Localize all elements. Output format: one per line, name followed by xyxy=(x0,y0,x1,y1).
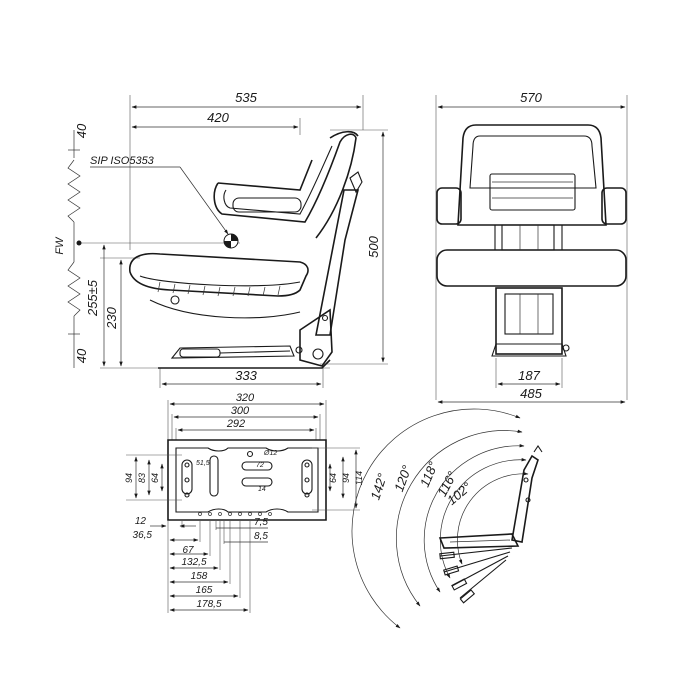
front-view: 570 187 485 xyxy=(435,90,628,404)
dim-overall-width: 570 xyxy=(520,90,542,105)
dim-x-178-5: 178,5 xyxy=(196,599,221,610)
front-backrest xyxy=(457,124,607,226)
dim-x-67: 67 xyxy=(182,545,194,556)
label-fw: FW xyxy=(54,236,66,255)
dim-base-width: 485 xyxy=(520,386,542,401)
dim-x-8-5: 8,5 xyxy=(254,531,268,542)
side-view: 535 420 500 333 255±5 230 40 40 FW SIP I… xyxy=(54,90,388,388)
front-suspension xyxy=(495,287,563,355)
cushion-ribs xyxy=(157,281,281,297)
dim-left-83: 83 xyxy=(137,473,147,483)
seat-cushion xyxy=(129,252,309,319)
dim-left-94: 94 xyxy=(124,473,134,483)
dim-height-range: 255±5 xyxy=(85,279,100,317)
dim-overall-height: 500 xyxy=(366,235,381,257)
dim-slot-51-5: 51,5 xyxy=(196,460,210,467)
dim-right-114: 114 xyxy=(354,471,364,485)
dim-travel-down: 40 xyxy=(74,348,89,363)
base-plate-outline xyxy=(167,439,327,521)
label-sip: SIP ISO5353 xyxy=(90,155,155,167)
dim-x-12: 12 xyxy=(135,516,147,527)
dim-slot-72: 72 xyxy=(256,462,264,469)
angle-120: 120° xyxy=(391,463,414,493)
dim-x-158: 158 xyxy=(191,571,208,582)
dim-hole-d12: Ø12 xyxy=(263,450,277,457)
dim-x-36-5: 36,5 xyxy=(133,530,153,541)
seat-backrest xyxy=(213,130,359,239)
dim-left-64: 64 xyxy=(150,473,160,483)
front-cushion xyxy=(436,249,627,287)
dim-base-depth: 333 xyxy=(235,368,257,383)
dim-plate-300: 300 xyxy=(231,405,250,417)
fw-point xyxy=(76,240,82,246)
dim-x-132-5: 132,5 xyxy=(181,557,206,568)
recline-view: 142° 120° 118° 116° 102° xyxy=(351,408,543,629)
seat-suspension xyxy=(158,171,363,369)
dim-right-94: 94 xyxy=(341,473,351,483)
dim-seat-height: 230 xyxy=(104,306,119,329)
angle-142: 142° xyxy=(367,472,390,502)
base-plate-view: 320 300 292 51,5 Ø12 72 14 xyxy=(124,392,364,613)
front-armrest-right xyxy=(601,187,627,225)
dim-mount-width: 187 xyxy=(518,368,540,383)
dim-depth-to-sip: 420 xyxy=(207,110,229,125)
dim-right-64: 64 xyxy=(328,473,338,483)
dim-plate-292: 292 xyxy=(226,418,245,430)
sip-point-symbol xyxy=(223,233,239,249)
dim-travel-up: 40 xyxy=(74,123,89,138)
front-armrest-left xyxy=(436,187,462,225)
dim-overall-depth: 535 xyxy=(235,90,257,105)
dim-slot-14: 14 xyxy=(258,486,266,493)
dim-x-7-5: 7,5 xyxy=(254,517,268,528)
dim-x-165: 165 xyxy=(196,585,213,596)
dim-plate-320: 320 xyxy=(236,392,255,404)
